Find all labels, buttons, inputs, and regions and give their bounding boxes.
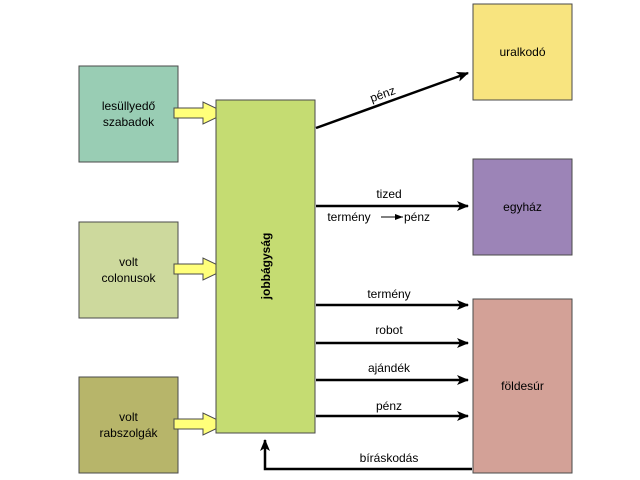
source-label-2b: colonusok [101, 271, 156, 285]
target-label-foldesur: földesúr [501, 379, 544, 393]
center-box-jobbagysag [215, 99, 316, 434]
input-arrow-3 [173, 412, 228, 436]
flow-label-biraskodas: bíráskodás [360, 451, 419, 465]
flow-label-tized: tized [376, 187, 401, 201]
flow-label-penz-bottom: pénz [376, 399, 402, 413]
flow-label-penz-small: pénz [404, 210, 430, 224]
flow-arrow-biraskodas [260, 439, 472, 471]
center-label: jobbágyság [259, 233, 273, 301]
source-box-volt-rabszolgak [78, 376, 179, 474]
flow-label-robot: robot [375, 323, 403, 337]
flow-label-ajandek: ajándék [368, 361, 411, 375]
flow-arrow-penz-uralkodo [315, 71, 469, 130]
target-label-uralkodo: uralkodó [499, 45, 545, 59]
source-label-2a: volt [119, 255, 138, 269]
target-box-egyhaz [472, 158, 573, 256]
source-box-volt-colonusok [78, 221, 179, 319]
target-box-foldesur [472, 298, 573, 474]
source-label-1b: szabadok [103, 115, 155, 129]
target-box-uralkodo [472, 3, 573, 101]
flow-label-penz-top: pénz [368, 83, 397, 105]
target-label-egyhaz: egyház [503, 200, 542, 214]
source-box-lesullyedo-szabadok [78, 65, 179, 163]
flow-label-termeny-small: termény [327, 210, 370, 224]
source-label-3a: volt [119, 410, 138, 424]
flow-label-termeny: termény [367, 287, 410, 301]
source-label-3b: rabszolgák [99, 426, 158, 440]
input-arrow-1 [173, 101, 228, 125]
input-arrow-2 [173, 257, 228, 281]
source-label-1a: lesüllyedő [102, 99, 156, 113]
